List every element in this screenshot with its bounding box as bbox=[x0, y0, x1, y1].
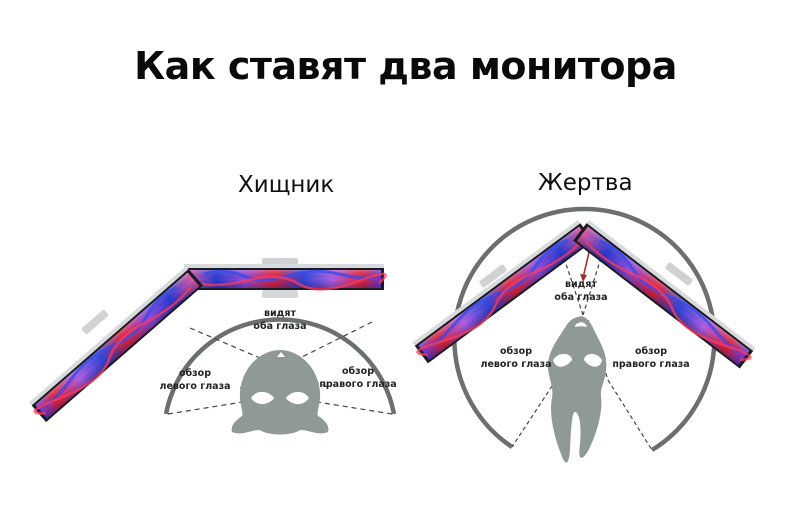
prey-diagram: видят оба глаза обзор левого глаза обзор… bbox=[409, 206, 759, 463]
both-eyes-label-2: оба глаза bbox=[554, 292, 607, 303]
both-eyes-label: видят bbox=[565, 279, 597, 290]
field-of-view-arc bbox=[163, 317, 397, 415]
right-eye-label: обзор bbox=[635, 346, 667, 357]
both-eyes-label: видят bbox=[264, 308, 296, 319]
left-eye-label: обзор bbox=[179, 368, 211, 379]
prey-silhouette bbox=[548, 316, 607, 463]
right-eye-label-2: правого глаза bbox=[319, 379, 396, 390]
center-monitor bbox=[182, 262, 388, 292]
left-eye-label-2: левого глаза bbox=[160, 381, 231, 392]
left-monitor bbox=[26, 264, 205, 425]
left-eye-label: обзор bbox=[500, 346, 532, 357]
page-title: Как ставят два монитора bbox=[134, 44, 677, 88]
field-of-view-arc bbox=[452, 206, 717, 452]
left-eye-label-2: левого глаза bbox=[481, 359, 552, 370]
prey-heading: Жертва bbox=[538, 170, 633, 196]
predator-heading: Хищник bbox=[238, 172, 335, 198]
predator-diagram: видят оба глаза обзор левого глаза обзор… bbox=[26, 258, 397, 435]
right-eye-label: обзор bbox=[342, 366, 374, 377]
both-eyes-label-2: оба глаза bbox=[253, 321, 306, 332]
predator-silhouette bbox=[231, 350, 329, 435]
right-eye-label-2: правого глаза bbox=[612, 359, 689, 370]
